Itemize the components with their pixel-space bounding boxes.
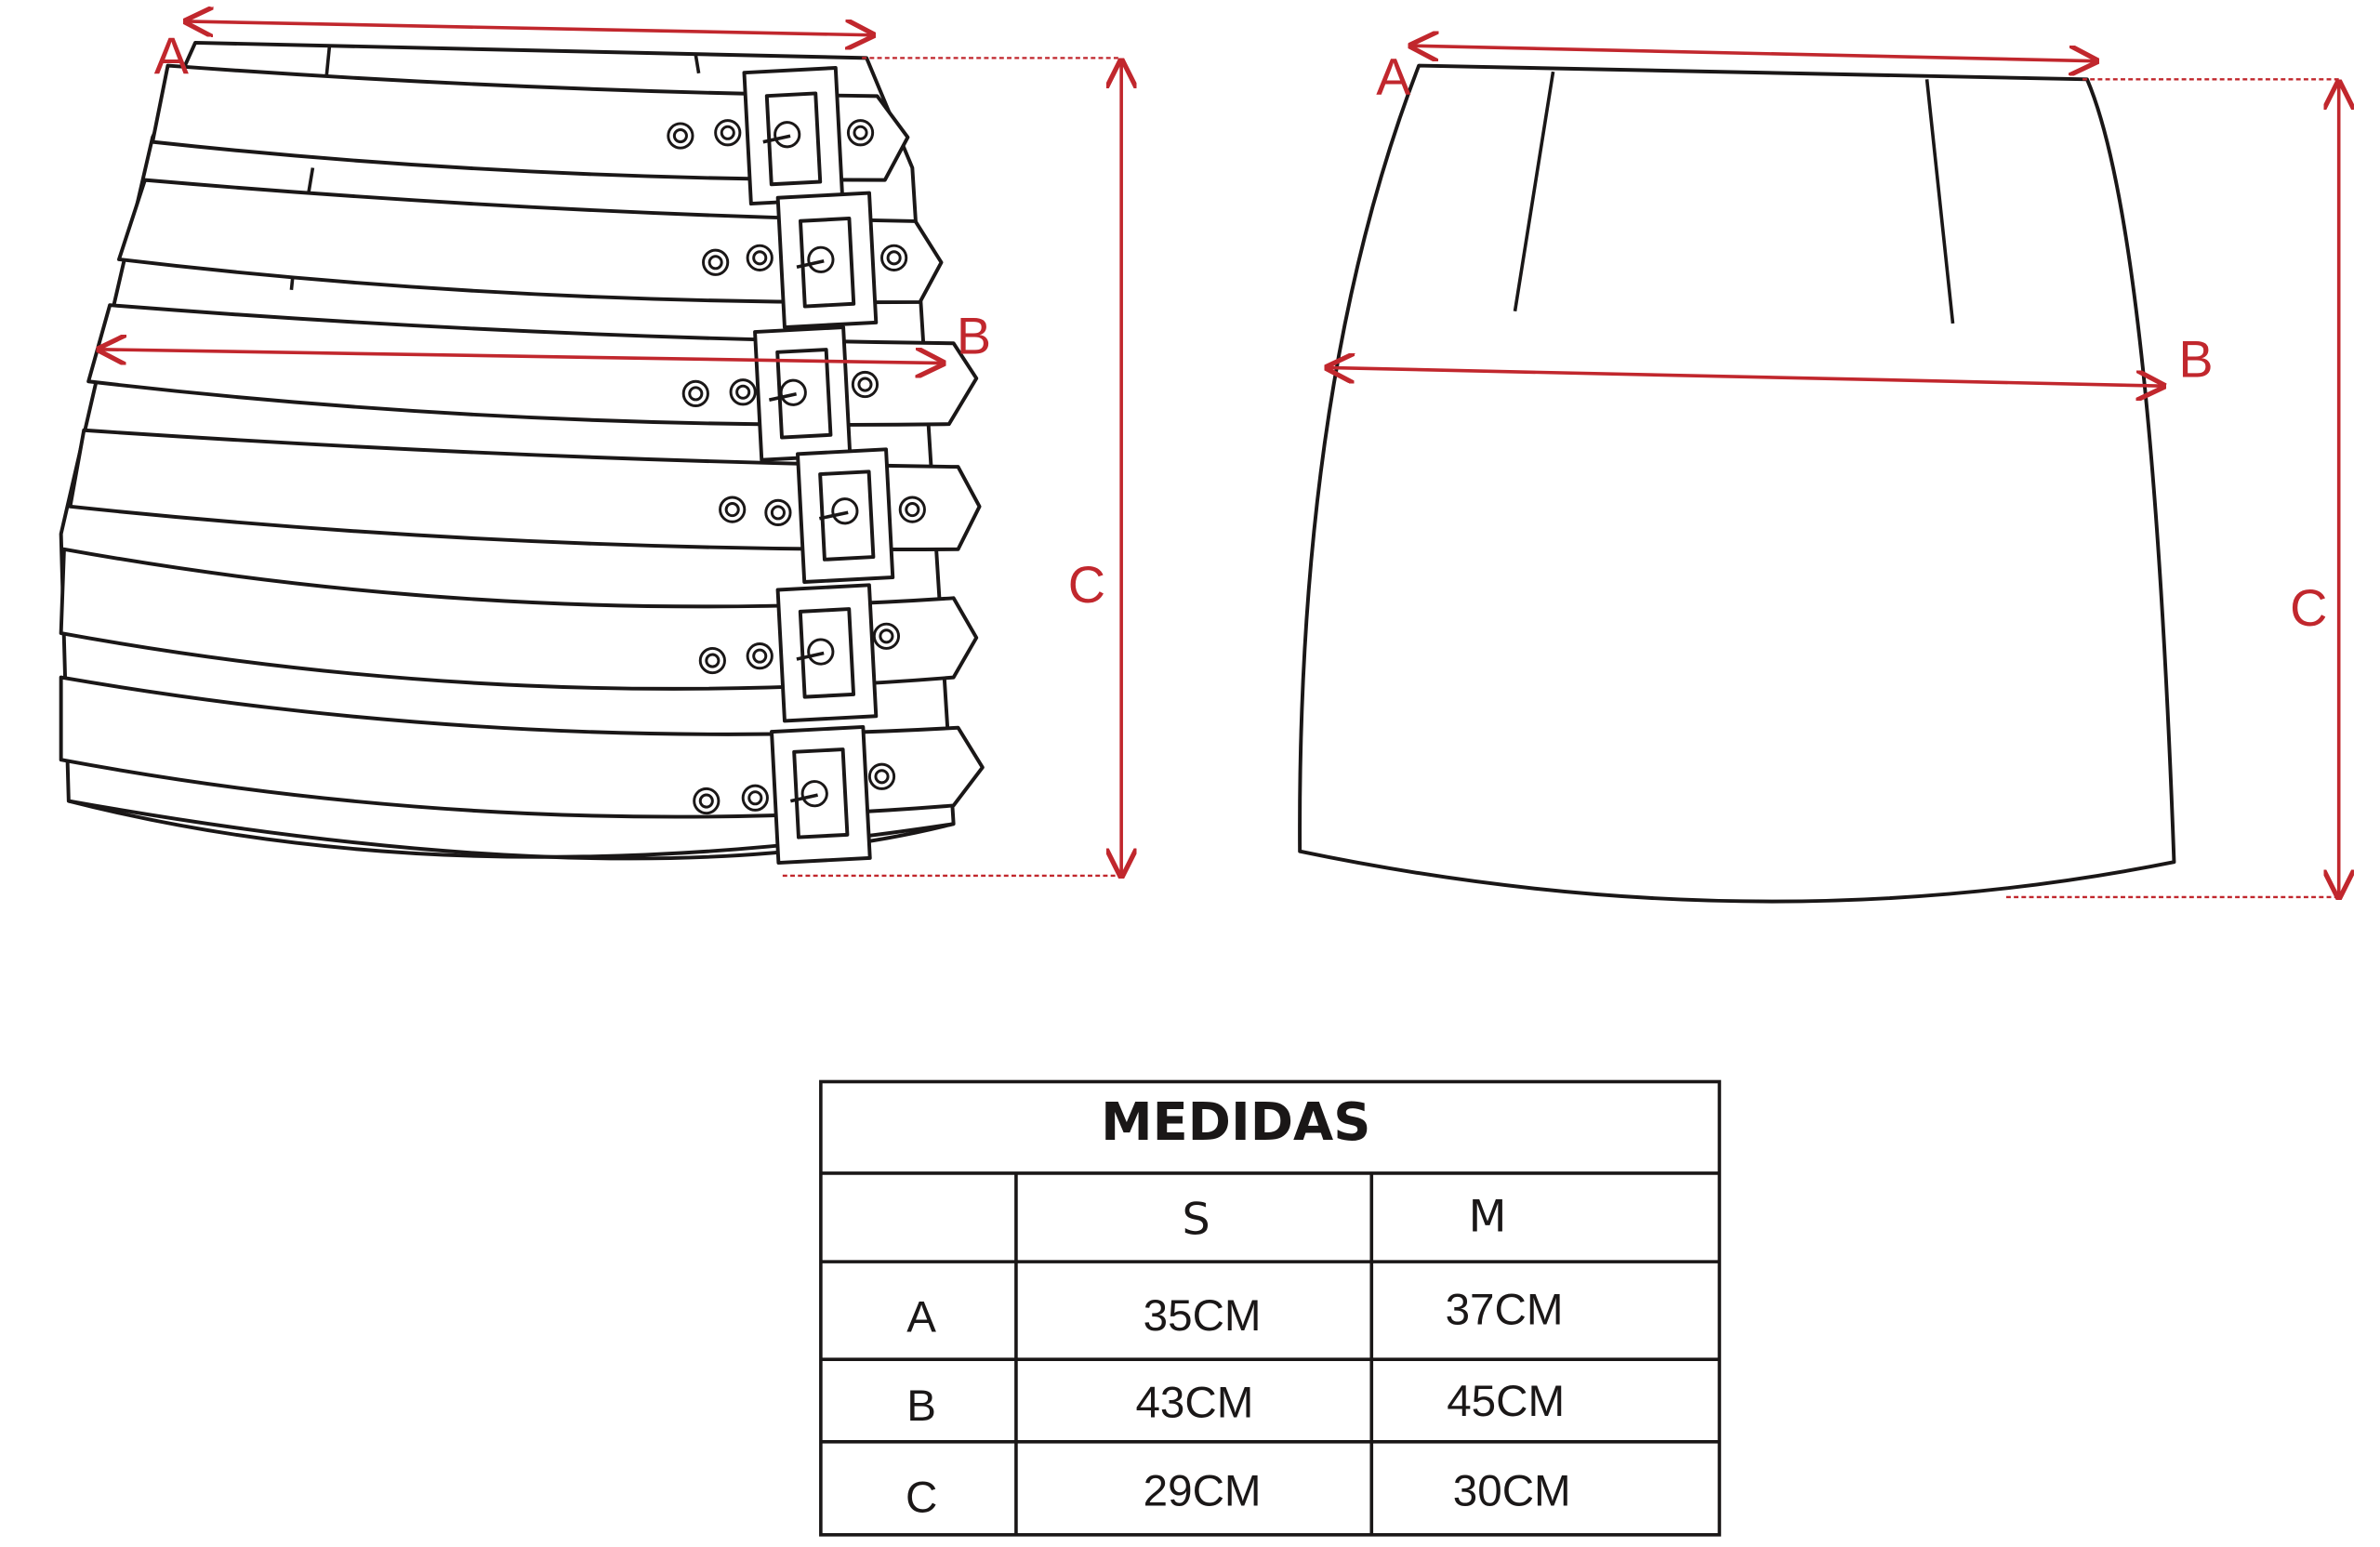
label-a: A — [1376, 47, 1411, 106]
row-label-c: C — [906, 1473, 937, 1522]
measure-b-line — [1328, 367, 2163, 386]
label-b: B — [2178, 329, 2213, 388]
cell-b-m: 45CM — [1447, 1377, 1565, 1426]
cell-a-s: 35CM — [1144, 1291, 1262, 1341]
size-header-m: M — [1468, 1191, 1506, 1242]
row-label-a: A — [906, 1293, 936, 1342]
buckles — [742, 66, 895, 865]
label-b: B — [957, 307, 991, 365]
cell-c-m: 30CM — [1453, 1467, 1571, 1516]
left-measurements: A B C — [99, 21, 1121, 876]
row-label-b: B — [906, 1382, 936, 1431]
label-c: C — [1068, 555, 1105, 614]
label-c: C — [2290, 578, 2327, 637]
eyelets — [667, 119, 926, 815]
measure-b-line — [99, 350, 943, 364]
cell-c-s: 29CM — [1144, 1467, 1262, 1516]
dart — [1924, 79, 1955, 324]
plain-skirt-back-drawing — [1298, 63, 2176, 904]
label-a: A — [154, 26, 190, 85]
dart — [1513, 71, 1555, 312]
cell-a-m: 37CM — [1446, 1285, 1564, 1334]
measure-a-line — [186, 21, 872, 35]
measurements-table: MEDIDAS S M A 35CM 37CM B 43CM 45CM C 29… — [819, 1079, 1722, 1537]
buckle-skirt-front-drawing — [59, 40, 985, 865]
measure-a-line — [1411, 46, 2096, 60]
right-measurements: A B C — [1328, 46, 2339, 897]
size-header-s: S — [1182, 1195, 1210, 1246]
table-title: MEDIDAS — [1101, 1092, 1370, 1153]
cell-b-s: 43CM — [1135, 1379, 1253, 1428]
